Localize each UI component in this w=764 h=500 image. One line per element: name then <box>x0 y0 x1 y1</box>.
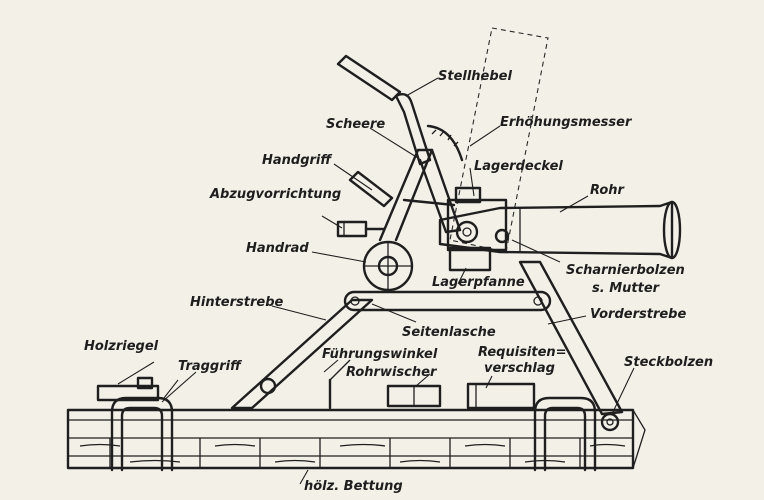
label-bettung: hölz. Bettung <box>304 479 403 494</box>
label-stellhebel: Stellhebel <box>438 69 513 84</box>
carry-handle-right <box>533 396 597 472</box>
label-hinterstrebe: Hinterstrebe <box>190 295 284 310</box>
trigger-assembly <box>336 220 386 238</box>
label-traggriff: Traggriff <box>178 359 242 374</box>
labels: Stellhebel Scheere Erhöhungsmesser Handg… <box>84 69 713 494</box>
wooden-bed <box>66 408 646 470</box>
carry-handle-left <box>110 396 174 472</box>
label-lagerpfanne: Lagerpfanne <box>432 275 525 290</box>
handwheel <box>362 240 414 292</box>
label-steckbolzen: Steckbolzen <box>624 355 713 370</box>
label-mutter: s. Mutter <box>592 281 661 296</box>
socket-pin <box>600 412 620 432</box>
rear-strut <box>230 298 374 410</box>
barrel <box>438 27 682 260</box>
accessory-box <box>466 382 536 410</box>
label-vorderstrebe: Vorderstrebe <box>590 307 686 322</box>
bore-swab <box>386 384 442 408</box>
label-rohrwischer: Rohrwischer <box>346 365 438 380</box>
label-scheere: Scheere <box>326 117 385 132</box>
front-strut <box>518 260 624 416</box>
adjusting-lever <box>336 54 432 166</box>
label-erhoehungsmesser: Erhöhungsmesser <box>500 115 633 130</box>
label-seitenlasche: Seitenlasche <box>402 325 496 340</box>
shear-frame <box>378 148 462 242</box>
guide-angle <box>328 359 351 410</box>
trunnion-cap <box>446 186 510 252</box>
label-abzugvorrichtung: Abzugvorrichtung <box>209 187 341 202</box>
elevation-arc <box>426 124 464 162</box>
label-rohr: Rohr <box>590 183 626 198</box>
label-scharnierbolzen: Scharnierbolzen <box>566 263 685 278</box>
label-fuehrungswinkel: Führungswinkel <box>322 347 438 362</box>
label-handrad: Handrad <box>246 241 309 256</box>
label-lagerdeckel: Lagerdeckel <box>474 159 563 174</box>
hand-grip <box>348 170 394 208</box>
trunnion-bed <box>448 246 492 272</box>
leader-lines <box>117 77 635 485</box>
label-handgriff: Handgriff <box>262 153 332 168</box>
label-requisiten-2: verschlag <box>484 361 555 376</box>
label-requisiten-1: Requisiten= <box>478 345 567 360</box>
label-holzriegel: Holzriegel <box>84 339 159 354</box>
wooden-latch <box>96 376 160 402</box>
side-plate <box>343 290 552 312</box>
